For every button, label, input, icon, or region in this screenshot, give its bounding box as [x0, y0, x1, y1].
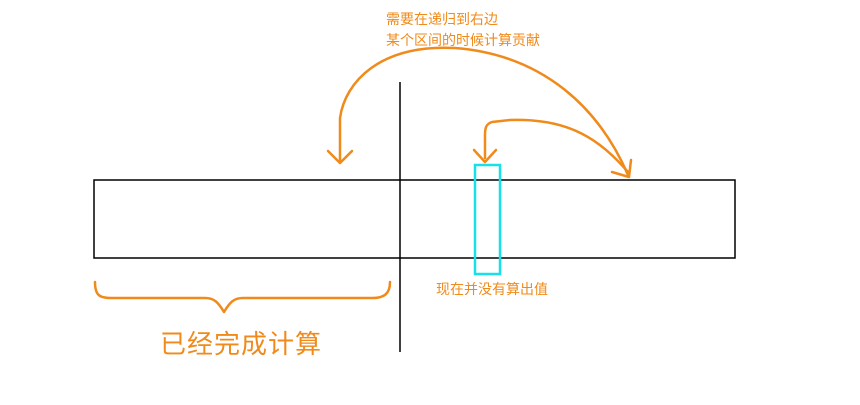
arrowhead-right — [610, 158, 633, 179]
top-annotation-line1: 需要在递归到右边 — [386, 12, 498, 28]
arrowhead-small — [472, 148, 498, 164]
arrowhead-left — [326, 149, 354, 165]
done-annotation: 已经完成计算 — [160, 330, 323, 360]
arc-arrow-small — [483, 118, 630, 174]
top-annotation-line2: 某个区间的时候计算贡献 — [386, 33, 540, 49]
highlight-segment — [473, 163, 502, 276]
top-annotation: 需要在递归到右边 某个区间的时候计算贡献 — [386, 10, 540, 52]
right-annotation: 现在并没有算出值 — [436, 282, 548, 298]
arc-arrow-left — [338, 46, 630, 177]
curly-brace — [93, 280, 392, 314]
interval-rect — [93, 179, 736, 259]
